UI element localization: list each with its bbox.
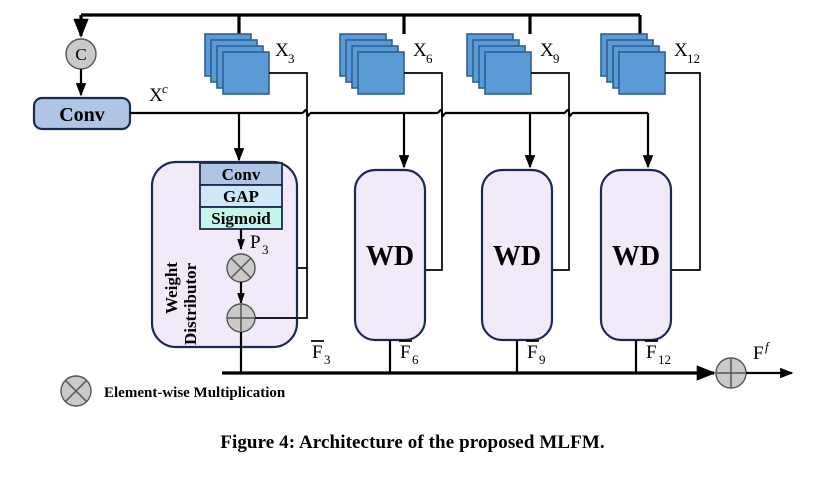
wd-block-4-label: WD (612, 241, 660, 272)
plus-icon-final (717, 359, 745, 387)
feature-map-x3-subscript: 3 (288, 51, 295, 66)
plus-icon (228, 305, 254, 331)
concat-node[interactable]: C (65, 38, 97, 70)
inner-sigmoid-label: Sigmoid (211, 209, 271, 228)
f12-base: F (646, 342, 657, 363)
p3-base: P (250, 232, 261, 253)
feature-map-x9-subscript: 9 (553, 51, 560, 66)
top-input-bus (73, 13, 642, 38)
legend: Element-wise Multiplication (60, 375, 286, 407)
element-wise-addition-node[interactable] (226, 303, 256, 333)
legend-multiply-icon (60, 375, 92, 407)
feature-map-x12-base: X (674, 40, 688, 61)
conv-block-label: Conv (59, 104, 105, 126)
final-output-base: F (753, 343, 764, 364)
wd-block-2-label: WD (366, 241, 414, 272)
inner-gap-label: GAP (223, 187, 259, 206)
wd-block-4[interactable]: WD (599, 168, 673, 342)
feature-map-routes (269, 72, 701, 271)
weight-distributor-line2: Distributor (181, 262, 200, 345)
f12-output-label: F 12 (645, 340, 671, 367)
legend-multiply-label: Element-wise Multiplication (104, 385, 286, 401)
f3-output-label: F 3 (311, 340, 331, 367)
weight-distributor-title: Weight (162, 262, 181, 314)
f9-base: F (527, 342, 538, 363)
wire-skip-to-add (255, 268, 308, 319)
f12-subscript: 12 (658, 352, 671, 367)
f6-base: F (400, 342, 411, 363)
p3-label: P 3 (250, 232, 269, 257)
xc-drops (233, 113, 654, 169)
feature-map-x3-base: X (275, 40, 289, 61)
f6-subscript: 6 (412, 352, 419, 367)
multiply-icon (230, 257, 252, 279)
f9-output-label: F 9 (526, 340, 546, 367)
xc-distribution-line (130, 108, 648, 118)
weight-distributor-line1: Weight (162, 262, 181, 314)
feature-map-stack-x12[interactable]: X 12 (600, 33, 700, 95)
conv-output-label: X c (149, 81, 168, 106)
wd-block-3[interactable]: WD (480, 168, 554, 342)
weight-distributor-inner-stack[interactable]: Conv GAP Sigmoid (199, 162, 283, 230)
conv-block[interactable]: Conv (32, 96, 132, 131)
conv-output-base: X (149, 85, 163, 106)
inner-conv-label: Conv (222, 165, 261, 184)
f9-subscript: 9 (539, 352, 546, 367)
feature-map-stack-x3[interactable]: X 3 (204, 33, 295, 95)
final-output-superscript: f (765, 339, 771, 354)
final-output-label: F f (753, 339, 771, 364)
feature-map-x6-base: X (413, 40, 427, 61)
conv-output-superscript: c (162, 81, 168, 96)
figure-caption: Figure 4: Architecture of the proposed M… (220, 432, 605, 453)
wd-block-2[interactable]: WD (353, 168, 427, 342)
concat-label: C (75, 45, 86, 64)
f3-subscript: 3 (324, 352, 331, 367)
wd-block-3-label: WD (493, 241, 541, 272)
feature-map-stack-x9[interactable]: X 9 (466, 33, 560, 95)
mlfm-architecture-diagram: C Conv X c (32, 13, 794, 407)
weight-distributor-block[interactable]: Weight Distributor Conv GAP Sigmoid P 3 (150, 160, 308, 349)
feature-map-stack-x6[interactable]: X 6 (339, 33, 433, 95)
f6-output-label: F 6 (399, 340, 419, 367)
feature-map-x9-base: X (540, 40, 554, 61)
final-summation-node[interactable] (715, 357, 747, 389)
p3-subscript: 3 (262, 242, 269, 257)
f3-base: F (312, 342, 323, 363)
feature-map-x6-subscript: 6 (426, 51, 433, 66)
feature-map-x12-subscript: 12 (687, 51, 700, 66)
element-wise-multiplication-node[interactable] (226, 253, 256, 283)
